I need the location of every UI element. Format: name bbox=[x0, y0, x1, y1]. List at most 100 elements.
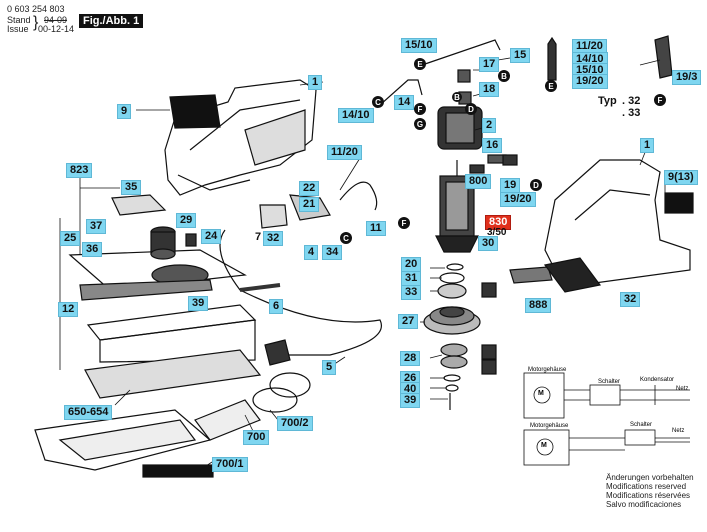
marker-b-top bbox=[498, 70, 510, 82]
marker-d-mid bbox=[530, 179, 542, 191]
callout-25: 25 bbox=[60, 231, 81, 246]
marker-c-top bbox=[372, 96, 384, 108]
modifications-legend: Änderungen vorbehalten Modifications res… bbox=[606, 473, 694, 509]
callout-34: 34 bbox=[322, 245, 343, 260]
callout-39-left: 39 bbox=[188, 296, 209, 311]
callout-21: 21 bbox=[299, 197, 320, 212]
callout-6: 6 bbox=[269, 299, 284, 314]
marker-e-right bbox=[545, 80, 557, 92]
callout-32-right: 32 bbox=[620, 292, 641, 307]
legend-line-fr: Modifications réservées bbox=[606, 491, 691, 500]
issue-value: 00-12-14 bbox=[38, 24, 75, 34]
callout-4: 4 bbox=[304, 245, 319, 260]
power-cable bbox=[219, 229, 382, 356]
callout-11-20-mid: 11/20 bbox=[327, 145, 362, 160]
callout-800: 800 bbox=[465, 174, 492, 189]
label-3-50: 3/50 bbox=[487, 227, 507, 238]
marker-g bbox=[414, 118, 426, 130]
marker-b-top-text: B bbox=[501, 72, 507, 81]
marker-c-top-text: C bbox=[375, 98, 381, 107]
marker-f-top bbox=[414, 103, 426, 115]
callout-37: 37 bbox=[86, 219, 107, 234]
base-plate-assembly bbox=[68, 249, 247, 301]
callout-18: 18 bbox=[479, 82, 500, 97]
callout-11: 11 bbox=[366, 221, 386, 236]
callout-35: 35 bbox=[121, 180, 142, 195]
marker-f-mid bbox=[398, 217, 410, 229]
circuit-bottom-motor-symbol: M bbox=[541, 442, 547, 449]
typ-label: Typ bbox=[598, 95, 617, 107]
circuit-bottom-mains: Netz bbox=[672, 428, 685, 434]
circuit-bottom-switch: Schalter bbox=[630, 422, 653, 428]
callout-9-left: 9 bbox=[117, 104, 132, 119]
callout-33: 33 bbox=[401, 285, 422, 300]
callout-700-2: 700/2 bbox=[277, 416, 313, 431]
callout-14-10: 14/10 bbox=[338, 108, 374, 123]
marker-d-mid-text: D bbox=[533, 181, 539, 190]
marker-c-mid bbox=[340, 232, 352, 244]
callout-22: 22 bbox=[299, 181, 320, 196]
callout-9-13: 9(13) bbox=[664, 170, 698, 185]
callout-5: 5 bbox=[322, 360, 337, 375]
stand-value: 94-09 bbox=[44, 15, 68, 25]
marker-b-mid-text: B bbox=[454, 93, 460, 102]
callout-30: 30 bbox=[478, 236, 499, 251]
marker-e-top bbox=[414, 58, 426, 70]
callout-888: 888 bbox=[525, 298, 552, 313]
marker-f-right bbox=[654, 94, 666, 106]
callout-19-20-mid: 19/20 bbox=[500, 192, 536, 207]
circuit-top-switch: Schalter bbox=[598, 379, 621, 385]
label-7: 7 bbox=[255, 231, 262, 243]
legend-line-en: Modifications reserved bbox=[606, 482, 687, 491]
label-plate-9-13 bbox=[664, 192, 694, 214]
circuit-top-capacitor: Kondensator bbox=[640, 377, 675, 383]
marker-b-mid bbox=[452, 92, 462, 102]
callout-15: 15 bbox=[510, 48, 531, 63]
marker-e-top-text: E bbox=[417, 60, 423, 69]
callout-650-654: 650-654 bbox=[64, 405, 113, 420]
callout-19-3: 19/3 bbox=[672, 70, 702, 85]
callout-39-right: 39 bbox=[400, 393, 421, 408]
callout-700-1: 700/1 bbox=[212, 457, 248, 472]
circuit-bottom-motor: Motorgehäuse bbox=[530, 423, 569, 429]
marker-d-top-text: D bbox=[468, 105, 474, 114]
callout-823: 823 bbox=[66, 163, 93, 178]
marker-f-mid-text: F bbox=[402, 219, 407, 228]
marker-f-right-text: F bbox=[658, 96, 663, 105]
circuit-bottom bbox=[523, 429, 690, 466]
callout-15-10: 15/10 bbox=[401, 38, 437, 53]
legend-line-de: Änderungen vorbehalten bbox=[606, 473, 694, 482]
marker-f-top-text: F bbox=[418, 105, 423, 114]
callout-17: 17 bbox=[479, 57, 500, 72]
issue-label: Issue bbox=[7, 24, 29, 34]
callout-700: 700 bbox=[243, 430, 270, 445]
label-plate-9 bbox=[169, 94, 221, 129]
header-brace: } bbox=[33, 14, 39, 31]
callout-830: 830 bbox=[485, 215, 512, 230]
circuit-top-mains: Netz bbox=[676, 386, 689, 392]
callout-32-left: 32 bbox=[263, 231, 284, 246]
callout-19-20-r: 19/20 bbox=[572, 74, 608, 89]
fan-27 bbox=[423, 306, 481, 335]
figure-label: Fig./Abb. 1 bbox=[79, 14, 144, 28]
housing-part-1 bbox=[164, 79, 317, 196]
callout-2: 2 bbox=[482, 118, 497, 133]
callout-27: 27 bbox=[398, 314, 419, 329]
doc-number: 0 603 254 803 bbox=[7, 4, 65, 14]
callout-11-20-top: 11/20 bbox=[572, 39, 607, 54]
circuit-top-motor-symbol: M bbox=[538, 390, 544, 397]
typ-value-32: . 32 bbox=[622, 95, 641, 107]
circuit-top bbox=[523, 372, 690, 419]
callout-31: 31 bbox=[401, 271, 422, 286]
callout-24: 24 bbox=[201, 229, 222, 244]
callout-16: 16 bbox=[482, 138, 503, 153]
callout-36: 36 bbox=[82, 242, 103, 257]
legend-line-es: Salvo modificaciones bbox=[606, 500, 682, 509]
marker-e-right-text: E bbox=[548, 82, 554, 91]
typ-value-33: . 33 bbox=[622, 107, 641, 119]
marker-c-mid-text: C bbox=[343, 234, 349, 243]
marker-d-top bbox=[465, 103, 477, 115]
stand-label: Stand bbox=[7, 15, 31, 25]
